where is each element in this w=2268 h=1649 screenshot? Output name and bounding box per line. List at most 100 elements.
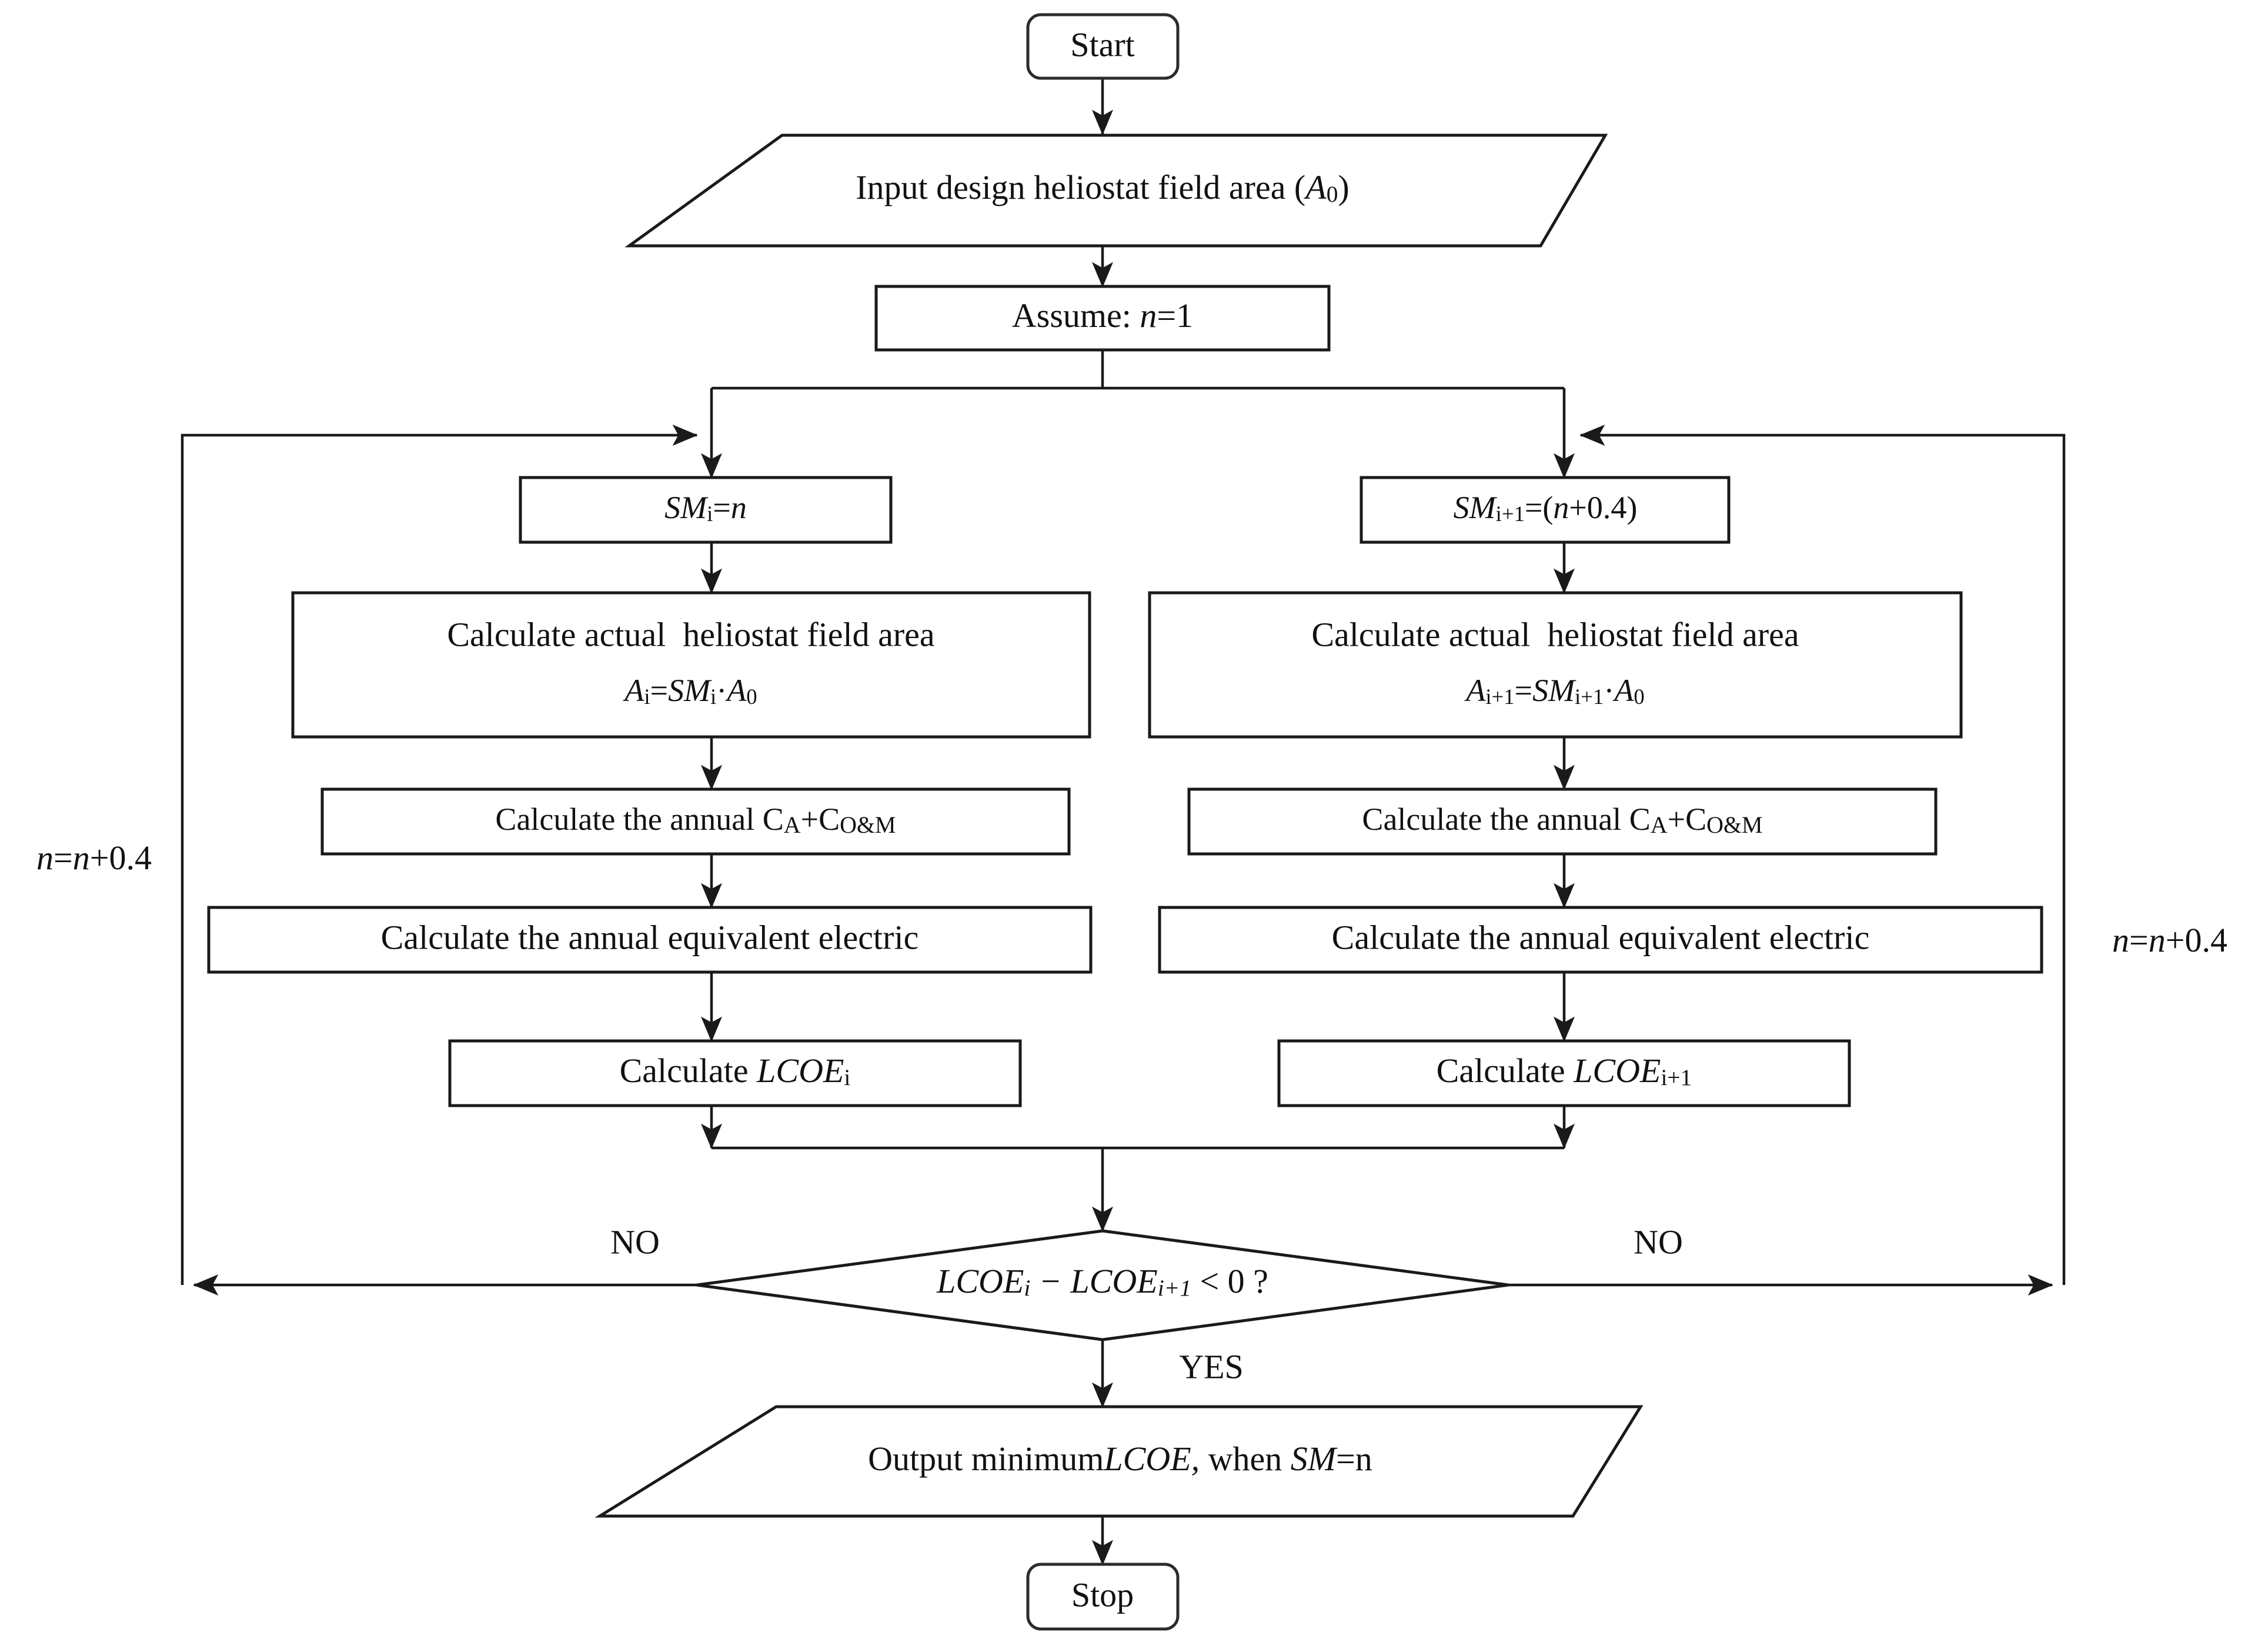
inc-right-tail: +0.4 xyxy=(2166,921,2227,959)
input-suffix: ) xyxy=(1338,168,1349,206)
cost-left-mid: +C xyxy=(801,802,840,837)
area-left-a-sub: i xyxy=(644,685,650,709)
lcoe-left-label: Calculate LCOEi xyxy=(620,1052,851,1090)
input-parallelogram-shape xyxy=(624,133,1608,248)
decision-v1-sub: i xyxy=(1024,1275,1030,1301)
start-terminator-shape xyxy=(1026,13,1180,80)
output-var2: SM xyxy=(1291,1440,1338,1478)
node-output[interactable]: Output minimumLCOE, when SM=n xyxy=(594,1405,1644,1518)
decision-tail: < 0 ? xyxy=(1191,1262,1268,1300)
area-left-process-shape xyxy=(291,591,1091,739)
edge-loopback-right-rail xyxy=(1579,425,2066,1285)
decision-op: − xyxy=(1030,1262,1070,1300)
inc-left-tail: +0.4 xyxy=(90,839,152,877)
edge-label-yes: YES xyxy=(1179,1347,1244,1386)
node-electric-right[interactable]: Calculate the annual equivalent electric xyxy=(1158,906,2043,974)
inc-left-v1: n xyxy=(36,839,54,877)
start-label: Start xyxy=(1070,25,1135,64)
output-mid: when xyxy=(1200,1440,1291,1478)
sm-right-label: SMi+1=(n+0.4) xyxy=(1454,490,1638,525)
decision-v2: LCOE xyxy=(1070,1262,1157,1300)
area-right-line2: Ai+1=SMi+1·A0 xyxy=(1464,673,1644,708)
area-right-dot: · xyxy=(1604,673,1614,708)
inc-right-v2: n xyxy=(2149,921,2166,959)
sm-left-label: SMi=n xyxy=(664,490,747,525)
node-sm-right[interactable]: SMi+1=(n+0.4) xyxy=(1360,476,1731,544)
edge-loopback-left-rail xyxy=(181,425,698,1285)
assume-suffix: =1 xyxy=(1157,296,1193,335)
output-var: LCOE, xyxy=(1103,1440,1200,1478)
assume-prefix: Assume: xyxy=(1012,296,1140,335)
node-lcoe-left[interactable]: Calculate LCOEi xyxy=(448,1039,1022,1107)
area-right-a: A xyxy=(1464,673,1486,708)
cost-right-sub2: O&M xyxy=(1706,812,1762,838)
sm-left-var: SM xyxy=(664,490,709,525)
sm-right-var: SM xyxy=(1454,490,1498,525)
edge-label-no-left: NO xyxy=(610,1223,660,1261)
sm-right-var2: n xyxy=(1553,490,1569,525)
decision-label: LCOEi − LCOEi+1 < 0 ? xyxy=(936,1262,1268,1300)
sm-right-suffix: +0.4) xyxy=(1569,490,1637,525)
node-start[interactable]: Start xyxy=(1026,13,1180,80)
cost-left-sub1: A xyxy=(784,812,801,838)
node-cost-left[interactable]: Calculate the annual CA+CO&M xyxy=(320,787,1071,856)
electric-left-process-shape xyxy=(207,906,1093,974)
lcoe-right-prefix: Calculate xyxy=(1437,1052,1574,1090)
assume-label: Assume: n=1 xyxy=(1012,296,1193,335)
cost-right-prefix: Calculate the annual C xyxy=(1362,802,1650,837)
sm-left-sub: i xyxy=(707,502,713,526)
electric-right-label: Calculate the annual equivalent electric xyxy=(1332,918,1870,956)
node-assume[interactable]: Assume: n=1 xyxy=(874,285,1331,352)
node-sm-left[interactable]: SMi=n xyxy=(519,476,893,544)
sm-left-eq: = xyxy=(713,490,730,525)
node-area-left[interactable]: Calculate actual heliostat field area Ai… xyxy=(291,591,1091,739)
cost-left-sub2: O&M xyxy=(840,812,896,838)
cost-left-prefix: Calculate the annual C xyxy=(495,802,783,837)
cost-right-mid: +C xyxy=(1668,802,1706,837)
cost-left-label: Calculate the annual CA+CO&M xyxy=(495,802,896,838)
electric-left-label: Calculate the annual equivalent electric xyxy=(381,918,919,956)
cost-right-process-shape xyxy=(1187,787,1938,856)
area-right-a2-sub: 0 xyxy=(1634,685,1644,709)
input-var: A xyxy=(1303,168,1327,206)
output-prefix: Output minimum xyxy=(868,1440,1104,1478)
edge-label-increment-right: n=n+0.4 xyxy=(2112,921,2227,959)
area-right-line1: Calculate actual heliostat field area xyxy=(1311,615,1799,653)
input-label: Input design heliostat field area (A0) xyxy=(856,168,1350,206)
cost-right-sub1: A xyxy=(1651,812,1668,838)
assume-process-shape xyxy=(874,285,1331,352)
lcoe-right-process-shape xyxy=(1277,1039,1851,1107)
cost-right-label: Calculate the annual CA+CO&M xyxy=(1362,802,1762,838)
node-input[interactable]: Input design heliostat field area (A0) xyxy=(624,133,1608,248)
assume-var: n xyxy=(1140,296,1157,335)
area-left-line2: Ai=SMi·A0 xyxy=(623,673,757,708)
lcoe-right-var: LCOE xyxy=(1573,1052,1661,1090)
area-right-sm-sub: i+1 xyxy=(1575,685,1604,709)
electric-right-process-shape xyxy=(1158,906,2043,974)
edge-label-no-right: NO xyxy=(1634,1223,1683,1261)
area-left-dot: · xyxy=(716,673,727,708)
lcoe-right-label: Calculate LCOEi+1 xyxy=(1437,1052,1692,1090)
sm-right-eq: =( xyxy=(1525,490,1553,525)
node-decision[interactable]: LCOEi − LCOEi+1 < 0 ? xyxy=(696,1229,1509,1341)
sm-left-var2: n xyxy=(731,490,747,525)
lcoe-left-var: LCOE xyxy=(756,1052,844,1090)
node-area-right[interactable]: Calculate actual heliostat field area Ai… xyxy=(1148,591,1963,739)
area-right-eq: = xyxy=(1515,673,1532,708)
edge-label-increment-left: n=n+0.4 xyxy=(36,839,152,877)
node-cost-right[interactable]: Calculate the annual CA+CO&M xyxy=(1187,787,1938,856)
area-left-a2-sub: 0 xyxy=(746,685,757,709)
output-suffix: =n xyxy=(1336,1440,1372,1478)
input-prefix: Input design heliostat field area ( xyxy=(856,168,1305,206)
inc-left-eq: = xyxy=(54,839,73,877)
decision-diamond-shape xyxy=(696,1229,1509,1341)
node-electric-left[interactable]: Calculate the annual equivalent electric xyxy=(207,906,1093,974)
node-lcoe-right[interactable]: Calculate LCOEi+1 xyxy=(1277,1039,1851,1107)
node-stop[interactable]: Stop xyxy=(1026,1563,1180,1631)
area-left-sm-sub: i xyxy=(710,685,716,709)
stop-label: Stop xyxy=(1071,1575,1134,1614)
connector-layer xyxy=(181,78,2066,1565)
area-left-line1: Calculate actual heliostat field area xyxy=(447,615,934,653)
input-var-sub: 0 xyxy=(1327,181,1338,207)
